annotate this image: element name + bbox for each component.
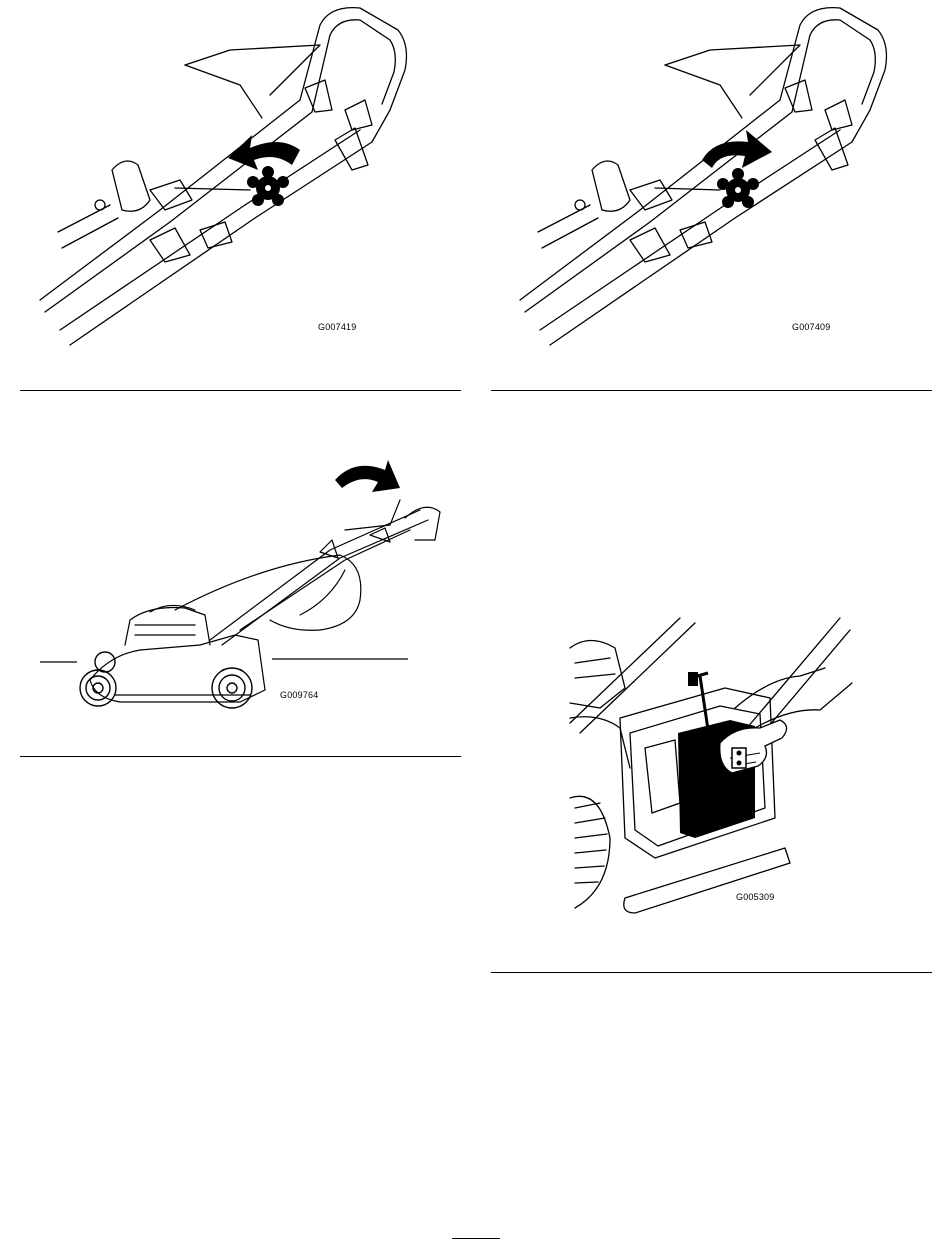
figure-knob-loosen: G007419	[0, 0, 470, 360]
rear-flap-illustration	[560, 608, 860, 918]
handle-knob-illustration	[480, 0, 950, 360]
fold-arrow-icon	[335, 460, 400, 492]
figure-code: G007419	[318, 322, 356, 332]
star-knob	[247, 166, 289, 206]
figure-mower-handle-fold: G009764	[0, 440, 470, 740]
rotation-arrow-icon	[228, 135, 300, 170]
mower-wheel	[80, 652, 252, 708]
figure-divider	[491, 390, 932, 391]
figure-divider	[20, 756, 461, 757]
figure-code: G009764	[280, 690, 318, 700]
mower-illustration	[0, 440, 470, 740]
figure-knob-tighten: G007409	[480, 0, 950, 360]
figure-code: G007409	[792, 322, 830, 332]
star-knob	[717, 168, 759, 208]
handle-knob-illustration	[0, 0, 470, 360]
figure-divider	[20, 390, 461, 391]
figure-rear-flap: G005309	[560, 608, 860, 918]
figure-divider	[491, 972, 932, 973]
page-number-rule	[452, 1238, 500, 1239]
figure-code: G005309	[736, 892, 774, 902]
